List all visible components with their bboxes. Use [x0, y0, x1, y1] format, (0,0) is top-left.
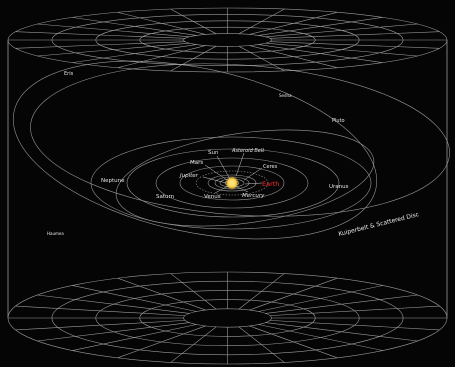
label-ceres: Ceres: [263, 164, 278, 170]
leader-mars: [204, 164, 228, 181]
orbit-asteroid-belt: [195, 170, 269, 196]
leader-earth: [244, 182, 263, 185]
leader-lines: [202, 152, 263, 194]
bottom-grid-spoke: [117, 277, 206, 311]
orbit-eris: [12, 60, 378, 240]
label-haumea: Haumea: [47, 231, 64, 236]
label-saturn: Saturn: [156, 194, 175, 200]
orbit-sedna: [30, 63, 450, 217]
leader-jupiter: [202, 176, 227, 184]
top-grid-spoke: [170, 45, 217, 72]
label-eris: Eris: [64, 71, 74, 77]
top-grid-spoke: [258, 44, 383, 63]
label-sun: Sun: [208, 150, 219, 156]
top-grid-disc: [7, 7, 448, 73]
label-neptune: Neptune: [101, 178, 125, 184]
leader-ceres: [243, 167, 263, 181]
bottom-grid-spoke: [269, 305, 440, 316]
label-mercury: Mercury: [242, 193, 265, 199]
leader-venus: [214, 185, 229, 194]
label-earth: Earth: [262, 180, 279, 188]
orbit-saturn: [155, 157, 309, 209]
bottom-grid-spoke: [249, 325, 338, 359]
cylinder-frame: [7, 40, 448, 318]
label-pluto: Pluto: [332, 118, 345, 124]
label-sedna: Sedna: [279, 93, 292, 98]
top-grid-spoke: [249, 11, 338, 35]
top-grid-spoke: [117, 11, 206, 35]
label-asteroid-belt: Asteroid Belt: [231, 148, 265, 154]
top-grid-spoke: [269, 41, 440, 49]
bottom-grid-spoke: [37, 322, 190, 342]
top-grid-spoke: [258, 17, 383, 36]
orbit-pluto: [115, 129, 375, 227]
orbit-neptune: [90, 136, 372, 230]
bottom-grid-spoke: [170, 326, 217, 363]
sun-icon: [230, 181, 234, 185]
bottom-grid-spoke: [269, 320, 440, 331]
top-grid-spoke: [170, 8, 217, 35]
bottom-grid-spoke: [15, 305, 186, 316]
leader-sun: [216, 155, 232, 182]
top-grid-spoke: [15, 41, 186, 49]
top-grid-spoke: [249, 45, 338, 69]
top-grid-spoke: [117, 45, 206, 69]
bottom-grid-spoke: [238, 326, 285, 363]
top-grid-spoke: [15, 31, 186, 39]
bottom-grid-spoke: [117, 325, 206, 359]
bottom-grid-spoke: [72, 324, 197, 351]
top-grid-spoke: [37, 23, 190, 38]
orbit-jupiter: [179, 165, 285, 201]
bottom-grid-spoke: [265, 322, 418, 342]
label-uranus: Uranus: [329, 184, 349, 190]
top-grid-spoke: [269, 31, 440, 39]
bottom-grid-disc: [7, 271, 448, 365]
bottom-grid-spoke: [238, 273, 285, 310]
orbit-uranus: [126, 148, 340, 218]
leader-mercury: [234, 185, 249, 193]
bottom-grid-spoke: [249, 277, 338, 311]
bottom-grid-spoke: [258, 324, 383, 351]
label-jupiter: Jupiter: [179, 173, 199, 179]
bottom-grid-spoke: [37, 294, 190, 314]
bottom-grid-spoke: [258, 285, 383, 312]
top-grid-spoke: [72, 17, 197, 36]
top-grid-spoke: [238, 45, 285, 72]
orbits: [12, 60, 450, 240]
leader-asteroid-belt: [235, 152, 245, 177]
bottom-grid-spoke: [72, 285, 197, 312]
top-grid-spoke: [265, 42, 418, 57]
top-grid-spoke: [37, 42, 190, 57]
label-venus: Venus: [204, 194, 221, 200]
bottom-grid-spoke: [15, 320, 186, 331]
orbit-mars: [207, 174, 257, 192]
bottom-grid-spoke: [170, 273, 217, 310]
bottom-grid-spoke: [265, 294, 418, 314]
top-grid-spoke: [238, 8, 285, 35]
top-grid-spoke: [265, 23, 418, 38]
top-grid-spoke: [72, 44, 197, 63]
label-mars: Mars: [190, 160, 203, 166]
